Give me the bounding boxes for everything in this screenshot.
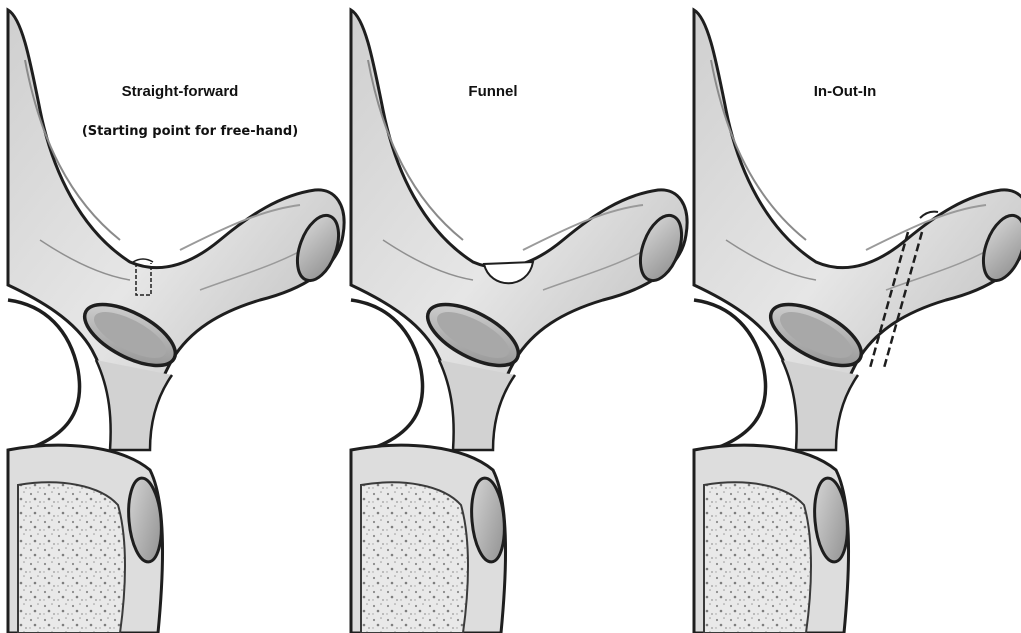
panel-in-out-in: In-Out-In	[694, 10, 1021, 633]
panel-title: Straight-forward	[122, 83, 239, 100]
panel-subtitle: (Starting point for free-hand)	[82, 124, 298, 139]
panel-straight-forward: Straight-forward (Starting point for fre…	[8, 10, 347, 633]
panel-funnel: Funnel	[351, 10, 690, 633]
vertebra-illustration-3	[694, 10, 1021, 633]
panel-title: Funnel	[468, 83, 517, 100]
panel-title: In-Out-In	[814, 83, 876, 100]
vertebra-illustration-2	[351, 10, 690, 633]
vertebra-illustration-1	[8, 10, 347, 633]
